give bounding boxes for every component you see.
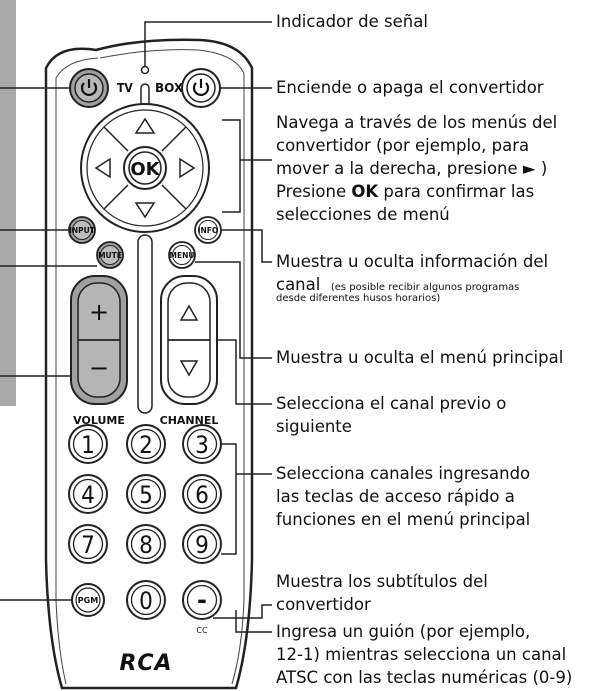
leader-digits-bracket [221, 443, 237, 555]
nav-right-arrow-icon[interactable] [179, 157, 196, 179]
box-label: BOX [155, 81, 184, 95]
mute-label: MUTE [98, 251, 122, 260]
info-button[interactable] [194, 216, 222, 244]
volume-label: VOLUME [73, 414, 125, 427]
ok-button[interactable] [123, 146, 167, 190]
tv-label: TV [117, 81, 133, 95]
nav-left-arrow-icon[interactable] [94, 157, 111, 179]
dash-label: - [197, 586, 207, 614]
channel-label: CHANNEL [160, 414, 219, 427]
callout-menu: Muestra u oculta el menú principal [276, 348, 564, 367]
leader-menu [195, 261, 272, 359]
digit-key[interactable] [182, 424, 222, 464]
ok-term: OK [351, 182, 379, 201]
digit-2-label: 2 [139, 431, 153, 459]
channel-down-icon [179, 360, 199, 377]
digit-key[interactable] [68, 474, 108, 514]
callout-power: Enciende o apaga el convertidor [276, 78, 544, 97]
mute-button[interactable] [96, 241, 124, 269]
box-power-button[interactable] [181, 68, 221, 108]
digit-key[interactable] [126, 474, 166, 514]
nav-up-arrow-icon[interactable] [134, 117, 156, 134]
digit-key[interactable] [68, 524, 108, 564]
menu-button[interactable] [168, 241, 196, 269]
info-label: INFO [198, 226, 219, 235]
channel-up-icon [179, 304, 199, 321]
digit-0-label: 0 [139, 587, 153, 615]
callout-info: Muestra u oculta información del canal (… [276, 252, 549, 304]
ok-label: OK [130, 159, 160, 180]
pgm-label: PGM [78, 596, 98, 605]
dash-button[interactable] [182, 580, 222, 620]
tv-power-button[interactable] [69, 68, 109, 108]
leader-channel [217, 339, 272, 405]
callout-digits: Selecciona canales ingresando las teclas… [276, 464, 531, 529]
digit-key[interactable] [68, 424, 108, 464]
digit-key[interactable] [126, 524, 166, 564]
zero-key[interactable] [126, 580, 166, 620]
digit-key[interactable] [182, 524, 222, 564]
nav-down-arrow-icon[interactable] [134, 202, 156, 219]
callout-channel: Selecciona el canal previo o siguiente [276, 394, 507, 436]
digit-9-label: 9 [195, 531, 209, 559]
leader-cc [213, 604, 272, 619]
leader-dash [235, 610, 272, 633]
callout-dash: Ingresa un guión (por ejemplo, 12-1) mie… [276, 622, 573, 687]
callout-navigation: Navega a través de los menús del convert… [276, 113, 558, 224]
input-label: INPUT [69, 226, 96, 235]
input-button[interactable] [68, 216, 96, 244]
leader-signal [144, 21, 272, 66]
pgm-button[interactable] [71, 583, 105, 617]
volume-plus-icon: + [89, 298, 109, 326]
menu-label: MENU [170, 251, 195, 260]
leader-info [221, 229, 272, 263]
callout-cc: Muestra los subtítulos del convertidor [276, 572, 488, 614]
signal-indicator [140, 65, 150, 75]
volume-minus-icon: − [89, 354, 109, 382]
number-keypad [68, 424, 222, 564]
digit-7-label: 7 [81, 531, 95, 559]
digit-6-label: 6 [195, 481, 209, 509]
cc-label: CC [196, 626, 208, 635]
leader-lines [0, 21, 272, 633]
callout-signal: Indicador de señal [276, 12, 428, 31]
left-gray-tab [0, 0, 16, 406]
leader-nav-bracket [222, 119, 241, 213]
digit-8-label: 8 [139, 531, 153, 559]
digit-key[interactable] [182, 474, 222, 514]
center-slot [137, 234, 153, 414]
channel-rocker[interactable] [160, 275, 218, 405]
digit-key[interactable] [126, 424, 166, 464]
digit-4-label: 4 [81, 481, 95, 509]
rca-logo: RCA [119, 651, 172, 676]
digit-1-label: 1 [81, 431, 95, 459]
volume-rocker[interactable] [70, 275, 128, 405]
digit-5-label: 5 [139, 481, 153, 509]
digit-3-label: 3 [195, 431, 209, 459]
